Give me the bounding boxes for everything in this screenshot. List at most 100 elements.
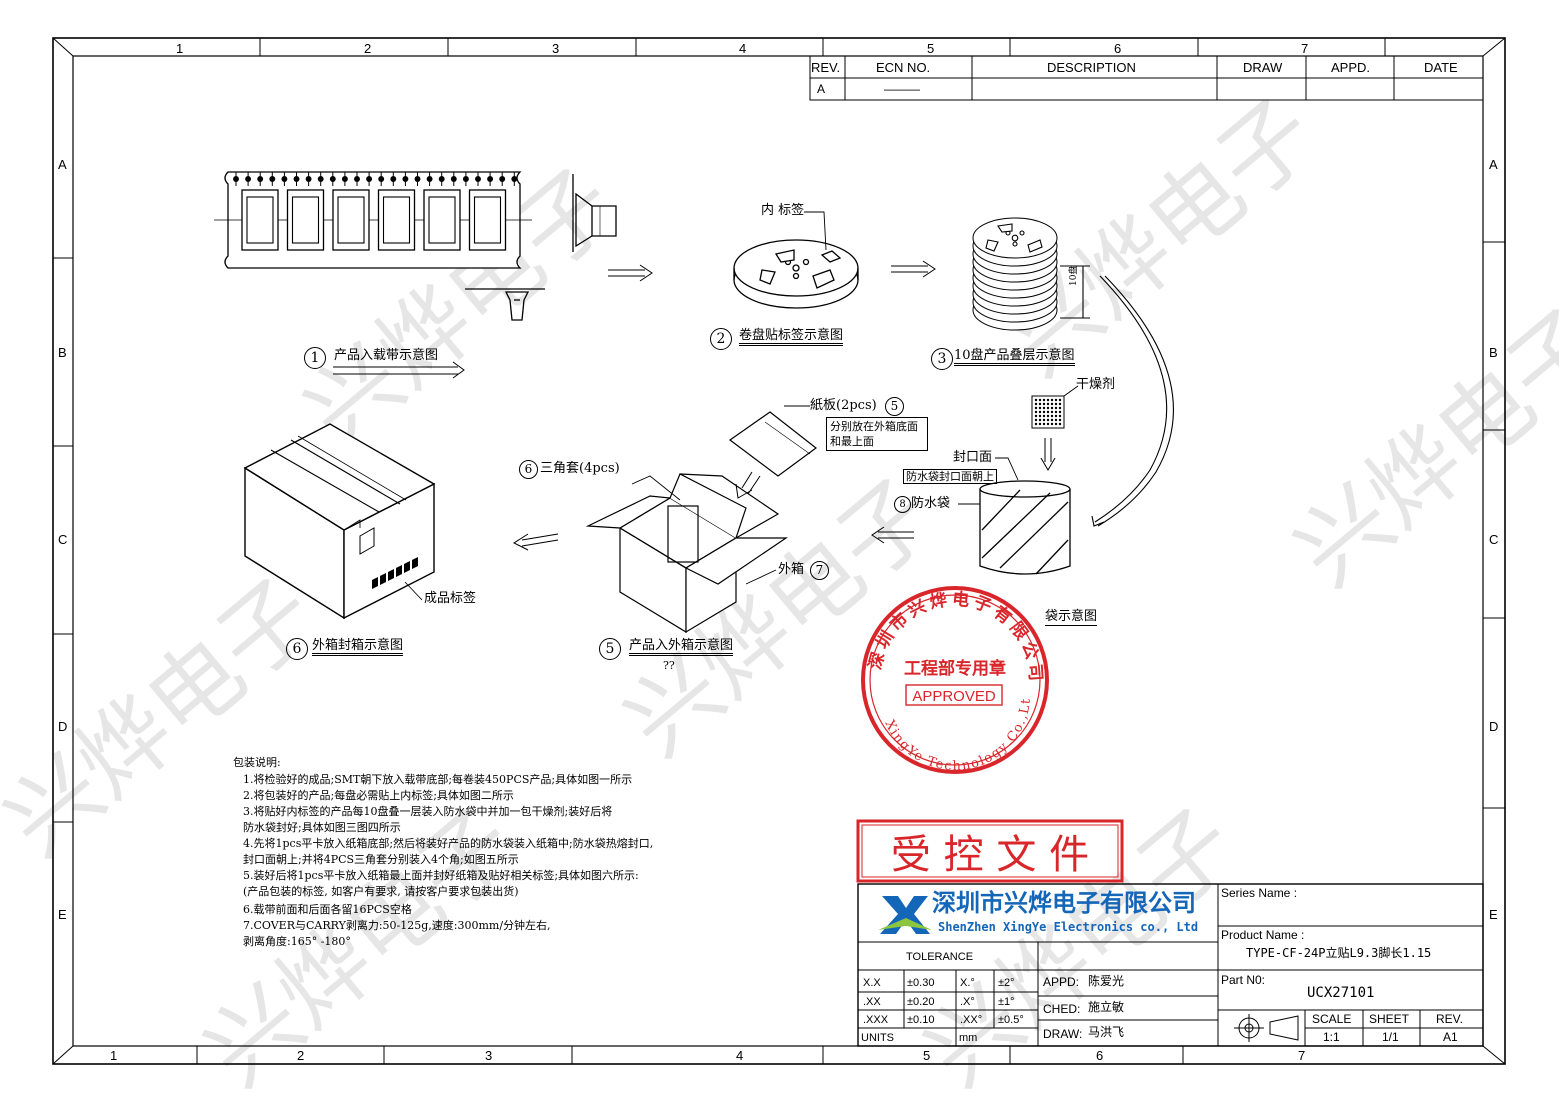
tol-format: X.X [863, 977, 881, 989]
sprocket-hole [281, 176, 288, 182]
note-line: 6.载带前面和后面各留16PCS空格 [243, 903, 412, 916]
row-label: C [58, 532, 68, 547]
reel-hole [1019, 230, 1025, 236]
sprocket-hole [438, 176, 445, 182]
desiccant-dot [1058, 418, 1062, 422]
col-label: 1 [176, 41, 184, 56]
reel-window [997, 223, 1013, 233]
row-label: D [58, 719, 68, 734]
sprocket-hole [450, 176, 457, 182]
bag-drawing [871, 457, 1071, 575]
col-label: 7 [1298, 1048, 1306, 1063]
note-line: (产品包装的标签, 如客户有要求, 请按客户要求包装出货) [243, 885, 519, 898]
figure-number-badge: 5 [599, 638, 621, 660]
stamp-dept-text: 工程部专用章 [904, 658, 1006, 679]
figure-number-badge: 5 [885, 397, 904, 416]
desiccant-dot [1046, 418, 1050, 422]
figure-number-badge: 6 [286, 638, 308, 660]
bag-caption: 袋示意图 [1045, 609, 1098, 626]
revision-block-grid [809, 55, 1484, 101]
desiccant-dot [1038, 402, 1042, 406]
sprocket-hole [511, 176, 518, 182]
pocket-part [382, 196, 411, 244]
figure-number-badge: 8 [894, 496, 911, 513]
sprocket-hole [499, 176, 506, 182]
inner-label-callout: 内 标签 [761, 203, 805, 218]
tol-value: ±0.30 [907, 977, 935, 989]
desiccant-dot [1054, 414, 1058, 418]
tol-angle-format: X.° [960, 977, 975, 989]
tape-pocket [241, 189, 279, 251]
carton-label: 外箱 [778, 562, 805, 577]
note-line: 3.将贴好内标签的产品每10盘叠一层装入防水袋中并加一包干燥剂;装好后将 [243, 805, 613, 818]
row-label: B [1489, 345, 1498, 360]
desiccant-dot [1054, 406, 1058, 410]
appd-value: 陈爱光 [1088, 974, 1125, 988]
desiccant-dot [1054, 402, 1058, 406]
note-line: 5.装好后将1pcs平卡放入纸箱最上面并封好纸箱及贴好相关标签;具体如图六所示: [243, 869, 639, 882]
col-label: 4 [736, 1048, 744, 1063]
desiccant-dot [1050, 418, 1054, 422]
draw-header: DRAW [1243, 60, 1283, 75]
draw-value: 马洪飞 [1088, 1025, 1125, 1039]
product-name-label: Product Name : [1221, 928, 1305, 942]
controlled-document-stamp: 受 控 文 件 [856, 819, 1124, 883]
draw-label: DRAW: [1043, 1027, 1083, 1041]
desiccant-dot [1050, 410, 1054, 414]
controlled-document-text: 受 控 文 件 [891, 832, 1089, 878]
scale-value: 1:1 [1323, 1030, 1340, 1044]
row-label: A [58, 157, 67, 172]
row-label: A [1489, 157, 1498, 172]
tolerance-label: TOLERANCE [906, 951, 974, 963]
rev-value: A [817, 82, 826, 96]
desiccant-dot [1054, 422, 1058, 426]
col-label: 5 [923, 1048, 931, 1063]
desiccant-dot [1034, 418, 1038, 422]
scale-label: SCALE [1312, 1012, 1352, 1026]
company-name-en: ShenZhen XingYe Electronics co., Ltd [938, 920, 1199, 934]
sealed-carton-drawing [243, 423, 436, 620]
corner-guard-label: 三角套(4pcs) [540, 461, 620, 476]
col-label: 2 [297, 1048, 305, 1063]
desiccant-dot [1054, 418, 1058, 422]
desiccant-dot [1054, 398, 1058, 402]
desiccant-dot [1042, 410, 1046, 414]
desiccant-dot [1034, 410, 1038, 414]
tol-value: ±0.10 [907, 1014, 935, 1026]
desiccant-dot [1034, 406, 1038, 410]
col-label: 5 [927, 41, 935, 56]
sprocket-hole [462, 176, 469, 182]
pocket-part [428, 196, 456, 244]
description-header: DESCRIPTION [1047, 60, 1136, 75]
note-line: 1.将检验好的成品;SMT朝下放入载带底部;每卷装450PCS产品;具体如图一所… [243, 773, 633, 786]
figure-number-badge: 6 [519, 460, 538, 479]
desiccant-dot [1034, 402, 1038, 406]
desiccant-dot [1046, 422, 1050, 426]
pocket-part [337, 196, 365, 244]
figure-number-badge: 1 [304, 347, 326, 369]
desiccant-dot [1042, 402, 1046, 406]
reel-stack-drawing [972, 217, 1174, 527]
desiccant-dot [1042, 398, 1046, 402]
desiccant-dot [1038, 398, 1042, 402]
desiccant-dot [1034, 414, 1038, 418]
figure-caption: 产品入外箱示意图 [629, 639, 734, 656]
sprocket-hole [257, 176, 264, 182]
desiccant-dot [1038, 406, 1042, 410]
product-name-value: TYPE-CF-24P立贴L9.3脚长1.15 [1246, 946, 1432, 960]
desiccant-dot [1042, 406, 1046, 410]
watermark-text: 兴烨电子 [185, 788, 536, 1102]
desiccant-dot [1050, 402, 1054, 406]
desiccant-dot [1038, 414, 1042, 418]
desiccant-dot [1058, 414, 1062, 418]
tape-pocket [286, 189, 325, 251]
tol-value: ±0.20 [907, 996, 935, 1008]
sprocket-hole [354, 176, 360, 182]
appd-label: APPD: [1043, 975, 1080, 989]
stack-height-dim: 10盘 [1069, 265, 1079, 286]
desiccant-dot [1050, 398, 1054, 402]
row-label: D [1489, 719, 1499, 734]
tol-angle-value: ±0.5° [998, 1014, 1024, 1026]
open-carton-drawing [512, 405, 817, 634]
tape-pocket [377, 189, 416, 251]
